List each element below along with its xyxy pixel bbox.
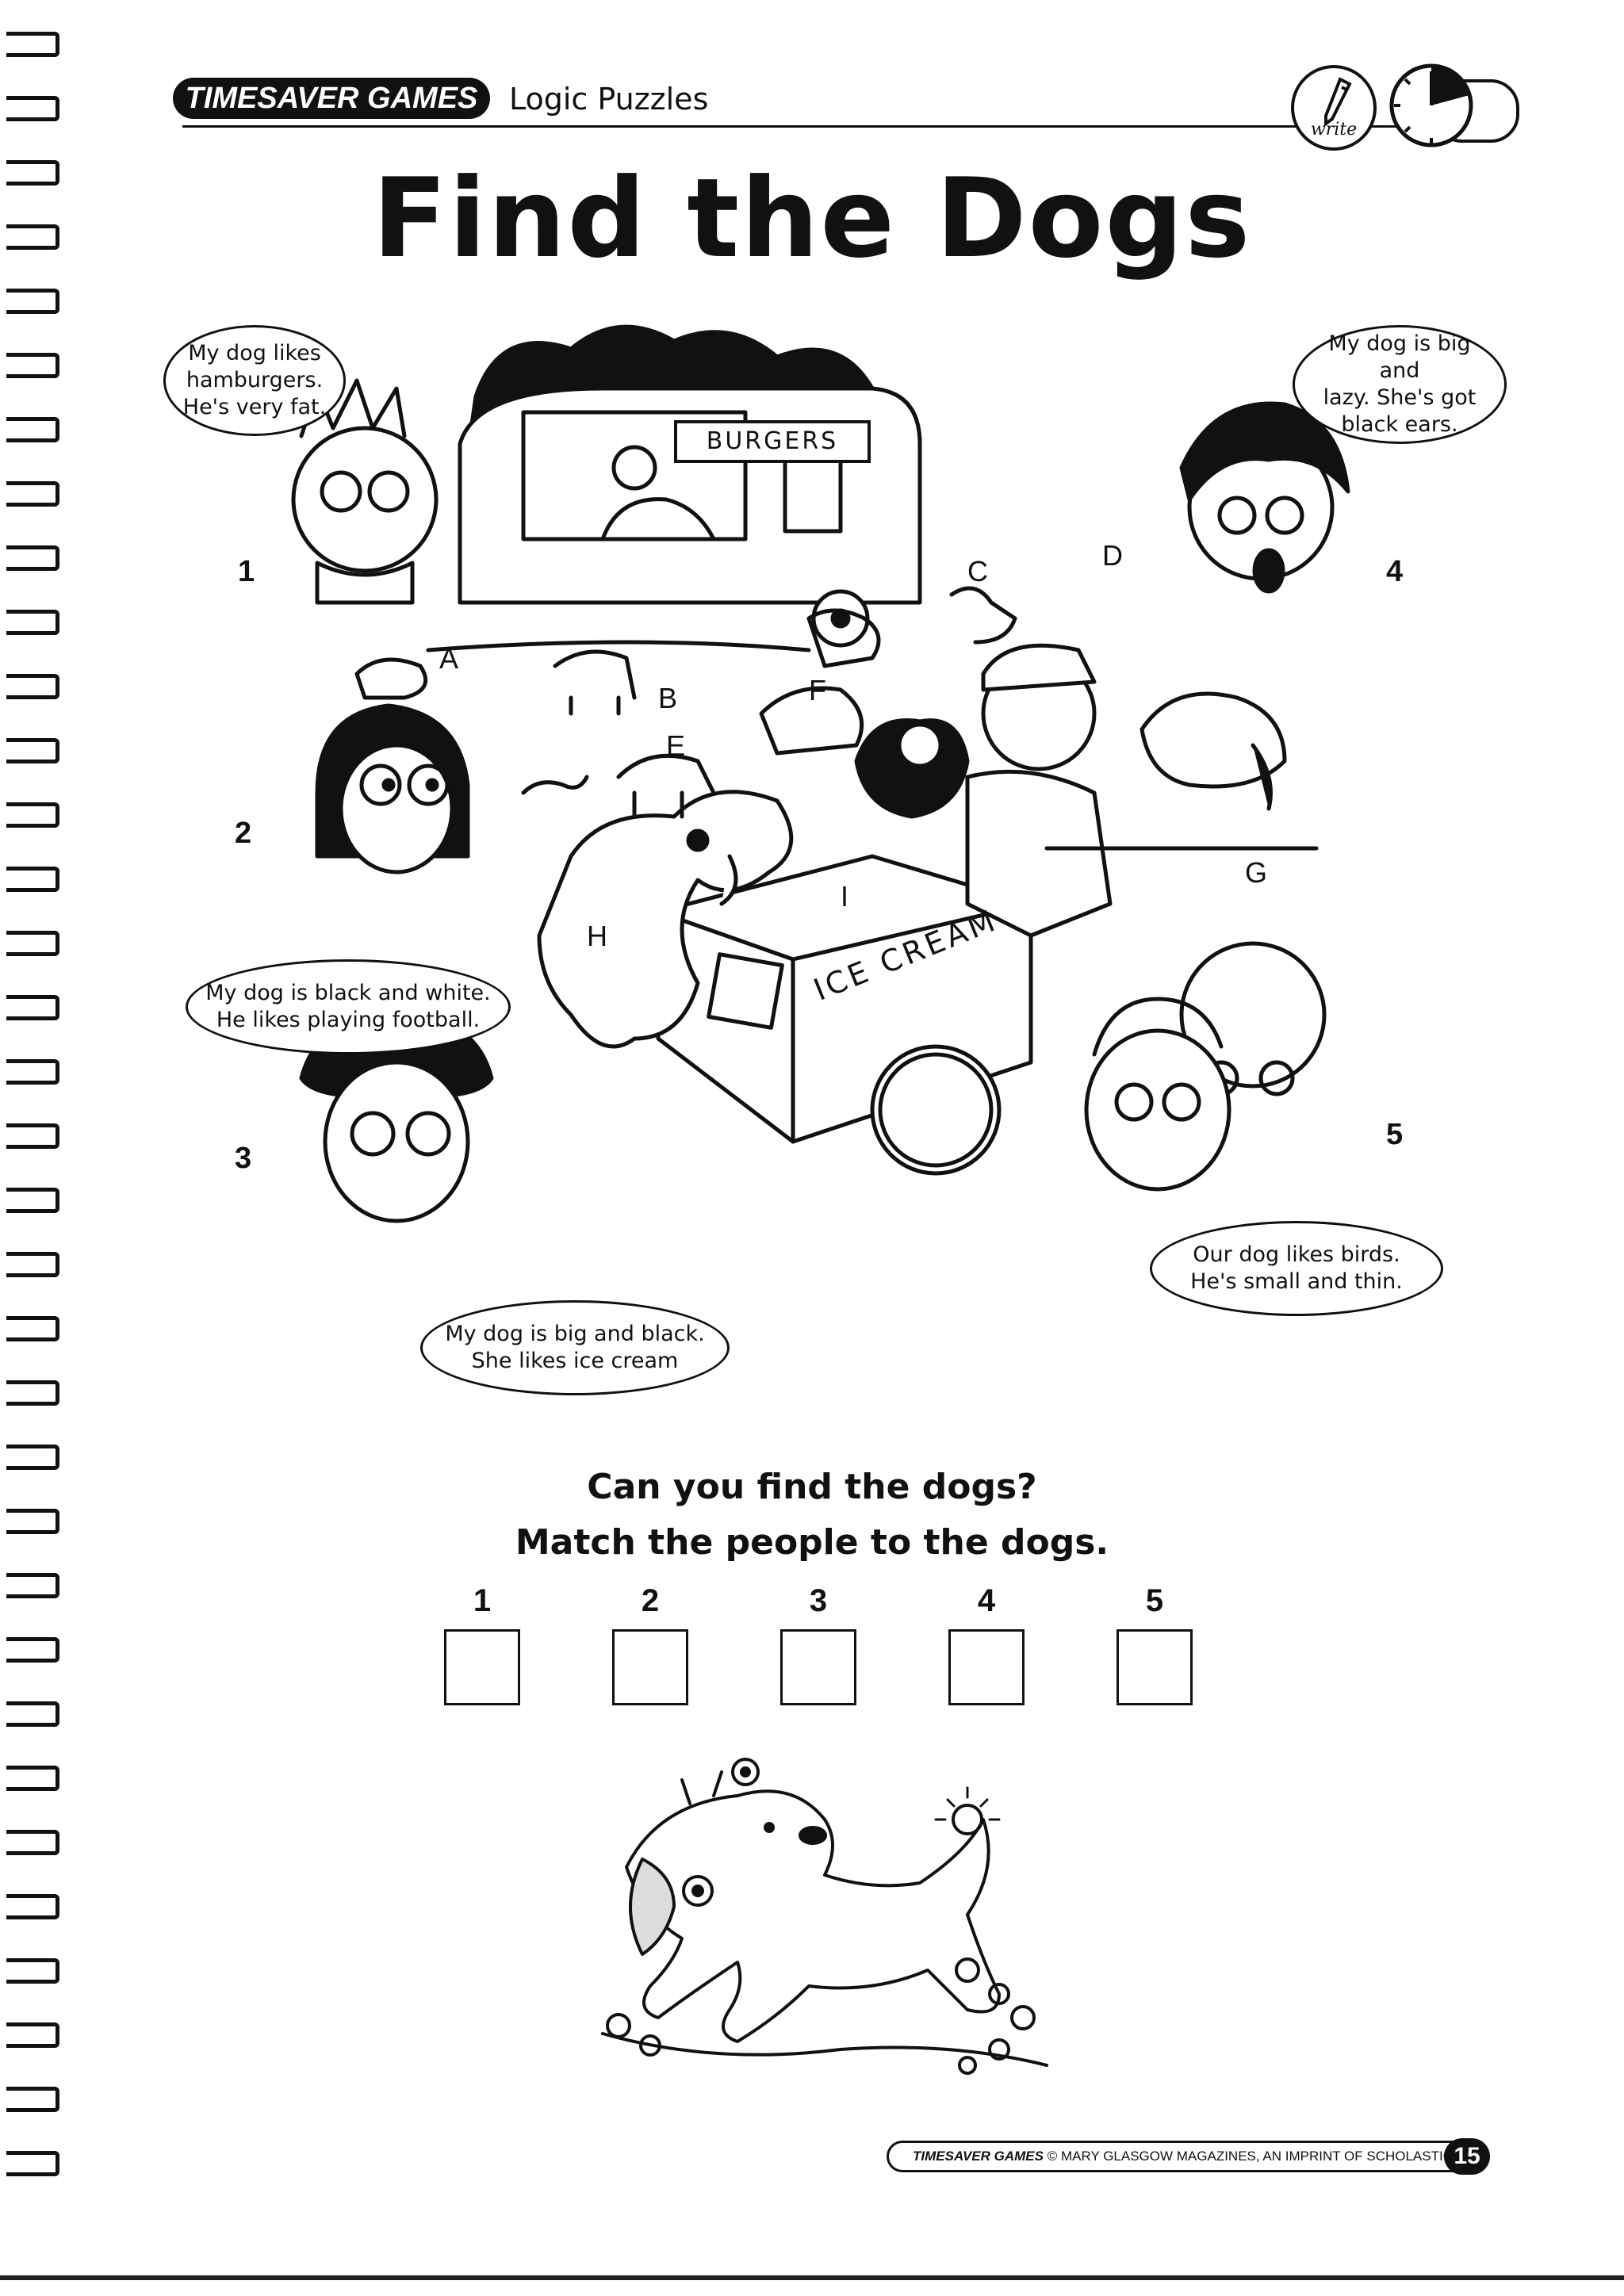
- dog-letter-d: D: [1102, 539, 1123, 572]
- series-badge: TIMESAVER GAMES: [173, 78, 490, 119]
- section-label: Logic Puzzles: [509, 82, 709, 117]
- answer-box-5[interactable]: [1116, 1629, 1193, 1705]
- question-line-2: Match the people to the dogs.: [515, 1522, 1109, 1563]
- footer-series: TIMESAVER GAMES: [913, 2149, 1044, 2164]
- speech-bubble-5: Our dog likes birds. He's small and thin…: [1150, 1221, 1443, 1316]
- answer-1: 1: [444, 1582, 520, 1705]
- binding-ring: [6, 1123, 59, 1149]
- dog-letter-e: E: [666, 729, 686, 762]
- binding-ring: [6, 481, 59, 507]
- binding-ring: [6, 802, 59, 828]
- footer-credit: TIMESAVER GAMES © MARY GLASGOW MAGAZINES…: [913, 2143, 1484, 2170]
- binding-ring: [6, 1637, 59, 1663]
- speech-bubble-2: My dog is black and white. He likes play…: [186, 959, 511, 1054]
- answer-label-4: 4: [977, 1583, 996, 1618]
- binding-ring: [6, 2151, 59, 2176]
- answer-2: 2: [612, 1582, 688, 1705]
- speech-bubble-1: My dog likes hamburgers. He's very fat.: [163, 325, 346, 436]
- binding-ring: [6, 1252, 59, 1277]
- dog-letter-f: F: [809, 674, 826, 706]
- binding-ring: [6, 1830, 59, 1855]
- binding-ring: [6, 417, 59, 442]
- binding-ring: [6, 1766, 59, 1791]
- running-dog-illustration: [601, 1758, 1048, 2075]
- person-number-2: 2: [235, 817, 252, 850]
- clock-icon: [1389, 63, 1473, 147]
- answer-label-1: 1: [473, 1583, 492, 1618]
- binding-ring: [6, 289, 59, 314]
- header-rule: [182, 125, 1483, 128]
- binding-ring: [6, 610, 59, 635]
- binding-ring: [6, 1573, 59, 1598]
- answer-label-3: 3: [809, 1583, 828, 1618]
- binding-ring: [6, 931, 59, 956]
- answer-label-2: 2: [641, 1583, 660, 1618]
- binding-ring: [6, 1509, 59, 1534]
- binding-ring: [6, 96, 59, 121]
- footer-copyright: © MARY GLASGOW MAGAZINES, AN IMPRINT OF …: [1047, 2149, 1484, 2164]
- binding-ring: [6, 353, 59, 378]
- binding-ring: [6, 1059, 59, 1085]
- dog-letter-b: B: [658, 682, 678, 714]
- bottom-rule: [0, 2275, 1624, 2280]
- footer-bar: TIMESAVER GAMES © MARY GLASGOW MAGAZINES…: [887, 2138, 1490, 2175]
- binding-ring: [6, 32, 59, 57]
- pen-icon: [1324, 77, 1352, 127]
- binding-ring: [6, 224, 59, 250]
- dog-letter-i: I: [841, 880, 849, 913]
- answer-5: 5: [1116, 1582, 1193, 1705]
- binding-ring: [6, 1380, 59, 1406]
- answer-boxes: 1 2 3 4 5: [444, 1582, 1205, 1716]
- puzzle-illustration: BURGERS ICE CREAM 1 2 3 4 5 A B C D E F …: [159, 301, 1522, 1411]
- binding-ring: [6, 2087, 59, 2112]
- spiral-binding: [0, 32, 63, 2236]
- write-pen-icon: write: [1291, 65, 1377, 151]
- dog-letter-c: C: [967, 555, 988, 587]
- answer-3: 3: [780, 1582, 856, 1705]
- person-number-5: 5: [1386, 1118, 1404, 1151]
- binding-ring: [6, 2022, 59, 2048]
- person-number-4: 4: [1386, 555, 1404, 588]
- dog-letter-g: G: [1245, 856, 1268, 889]
- binding-ring: [6, 1188, 59, 1213]
- speech-bubble-4: My dog is big and lazy. She's got black …: [1293, 325, 1507, 444]
- binding-ring: [6, 1701, 59, 1727]
- binding-ring: [6, 738, 59, 763]
- answer-box-1[interactable]: [444, 1629, 520, 1705]
- binding-ring: [6, 160, 59, 186]
- answer-label-5: 5: [1145, 1583, 1164, 1618]
- binding-ring: [6, 995, 59, 1020]
- binding-ring: [6, 1445, 59, 1470]
- binding-ring: [6, 1894, 59, 1919]
- dog-letter-h: H: [587, 920, 607, 952]
- binding-ring: [6, 674, 59, 699]
- binding-ring: [6, 545, 59, 571]
- answer-box-3[interactable]: [780, 1629, 856, 1705]
- binding-ring: [6, 867, 59, 892]
- person-number-1: 1: [238, 555, 255, 588]
- person-number-3: 3: [235, 1142, 252, 1175]
- burgers-sign: BURGERS: [674, 420, 871, 463]
- answer-box-2[interactable]: [612, 1629, 688, 1705]
- binding-ring: [6, 1316, 59, 1341]
- write-label: write: [1310, 120, 1358, 140]
- page-title: Find the Dogs: [372, 155, 1252, 282]
- question-line-1: Can you find the dogs?: [587, 1467, 1037, 1507]
- answer-box-4[interactable]: [948, 1629, 1025, 1705]
- answer-4: 4: [948, 1582, 1025, 1705]
- dog-letter-a: A: [439, 642, 459, 675]
- page-number: 15: [1444, 2138, 1490, 2175]
- binding-ring: [6, 1958, 59, 1984]
- speech-bubble-3: My dog is big and black. She likes ice c…: [420, 1300, 730, 1395]
